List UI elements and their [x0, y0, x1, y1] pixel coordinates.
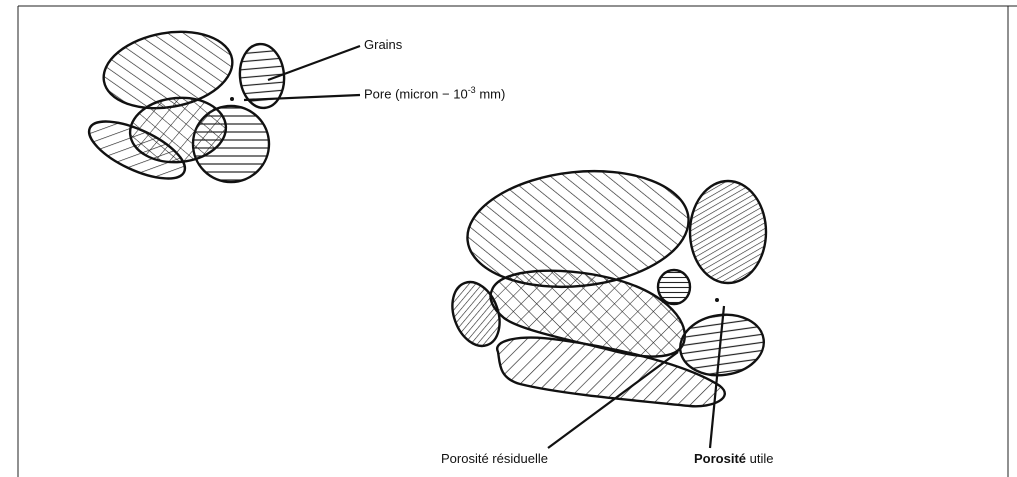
useful-porosity-label-bold: Porosité	[694, 451, 746, 466]
grain-oval-right	[690, 181, 766, 283]
pore-label-exponent: -3	[468, 85, 476, 95]
residual-porosity-label: Porosité résiduelle	[441, 452, 548, 465]
pore-label: Pore (micron − 10-3 mm)	[364, 86, 505, 100]
pore-label-prefix: Pore (micron − 10	[364, 86, 468, 101]
grains-label: Grains	[364, 38, 402, 51]
useful-pore-marker	[715, 298, 719, 302]
pore-marker	[230, 97, 234, 101]
small-grain-cluster	[81, 22, 286, 190]
useful-porosity-label: Porosité utile	[694, 452, 773, 465]
grain-tiny-center	[658, 270, 690, 304]
large-grain-cluster	[444, 161, 768, 407]
useful-porosity-label-rest: utile	[746, 451, 773, 466]
pore-label-suffix: mm)	[476, 86, 506, 101]
